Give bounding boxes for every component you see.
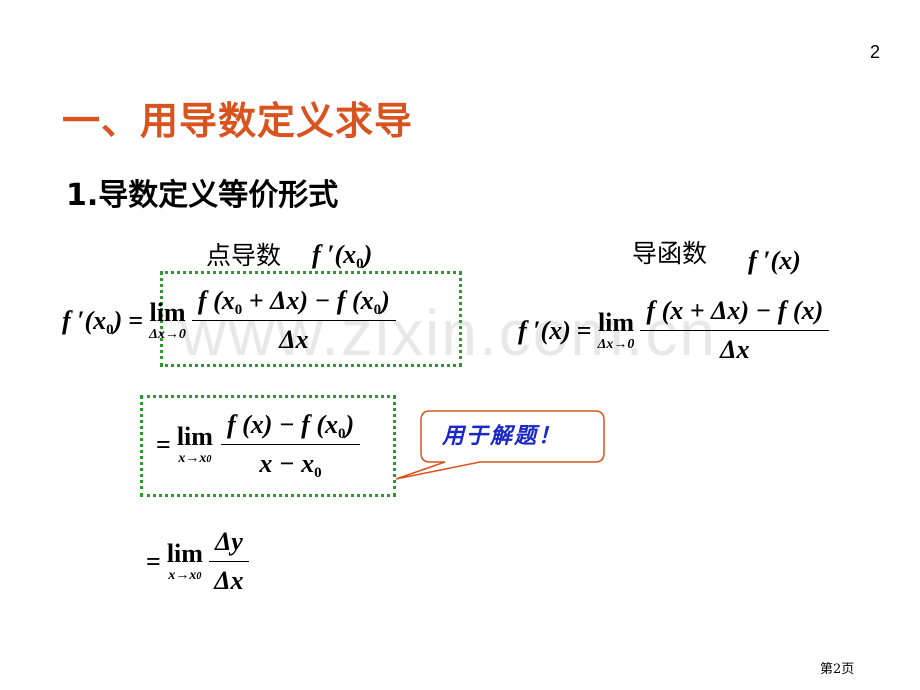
difference-quotient: f (x0 + Δx) − f (x0) Δx [191,286,396,355]
slide-title: 一、用导数定义求导 [62,99,414,143]
callout-bubble [395,410,605,480]
point-derivative-label: 点导数 [206,241,282,270]
derivative-function-label: 导函数 [632,239,708,268]
derivative-function-symbol: f ′(x) [748,246,801,275]
definition-highlight-box [160,271,462,367]
page-number: 2 [869,42,880,62]
watermark: www.zixin.com.cn [180,297,717,369]
equivalent-form-highlight-box [140,395,396,497]
point-derivative-symbol: f ′(x0) [312,240,373,272]
page-footer: 第2页 [820,662,855,677]
callout-text: 用于解题！ [442,424,563,449]
lhs-expression: f ′(x0) [62,305,123,338]
slide-subtitle: 1.导数定义等价形式 [66,178,339,213]
